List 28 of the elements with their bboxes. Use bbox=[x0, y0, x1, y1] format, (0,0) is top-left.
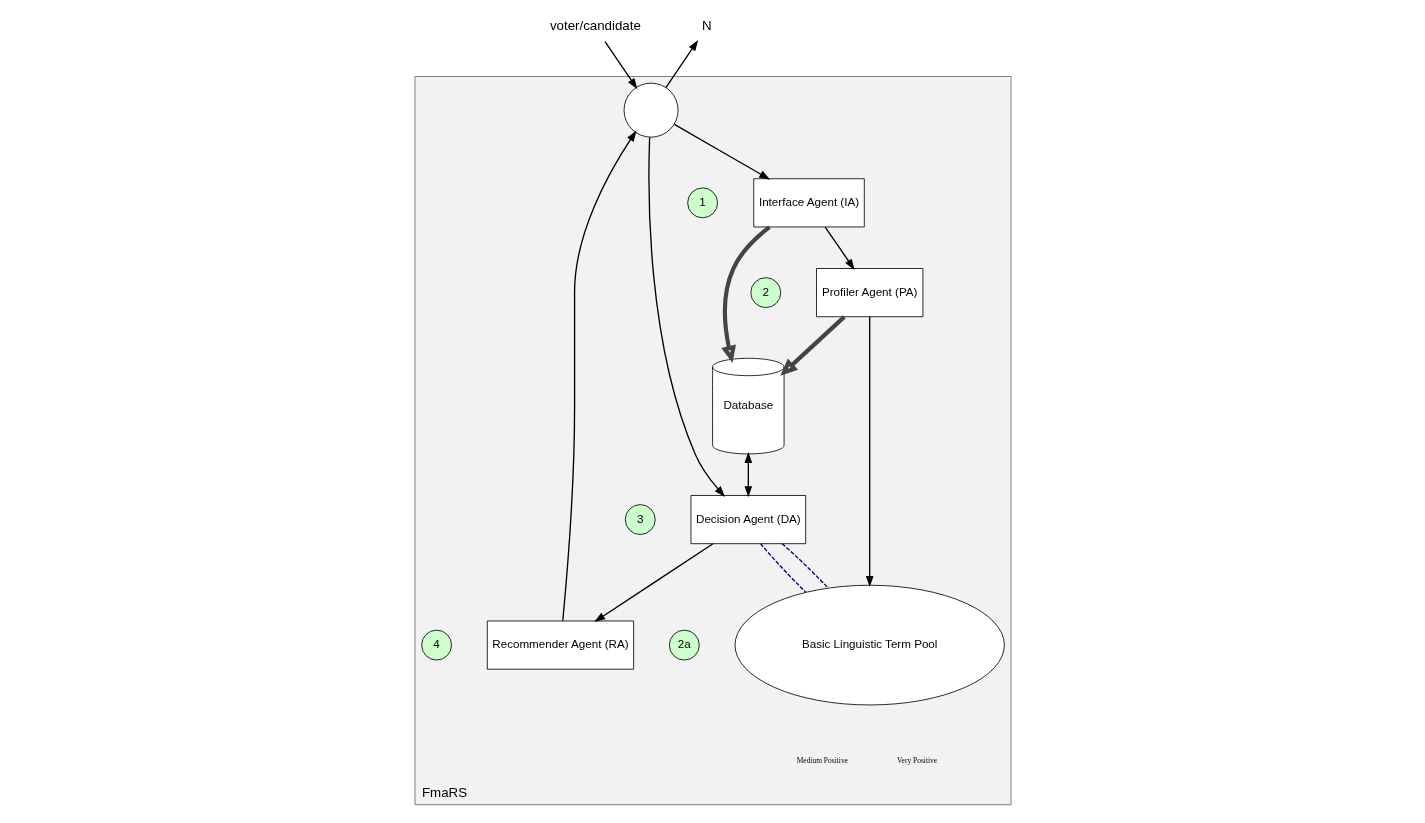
arrow bbox=[744, 452, 752, 498]
node-circle: 4 bbox=[420, 629, 452, 661]
arrow bbox=[779, 315, 846, 376]
arrow bbox=[647, 136, 725, 497]
arrow bbox=[664, 40, 698, 89]
arrow bbox=[561, 130, 637, 622]
connector bbox=[781, 543, 829, 589]
node-text: voter/candidate bbox=[549, 17, 641, 33]
arrow bbox=[865, 316, 874, 588]
arrow bbox=[823, 226, 855, 270]
node-circle: 3 bbox=[624, 504, 656, 535]
node-ellipse: Basic Linguistic Term Pool bbox=[734, 584, 1005, 706]
node-text: N bbox=[701, 17, 712, 33]
node-box: Interface Agent (IA) bbox=[752, 178, 865, 228]
node-circle: 1 bbox=[686, 187, 718, 219]
node-box: Recommender Agent (RA) bbox=[486, 620, 634, 670]
arrow bbox=[603, 41, 637, 90]
node-circle bbox=[623, 82, 678, 138]
label: Very Positive bbox=[896, 756, 937, 766]
arrow bbox=[593, 543, 714, 622]
node-box: Profiler Agent (PA) bbox=[815, 268, 923, 318]
node-circle: 2a bbox=[668, 629, 700, 661]
label: Medium Positive bbox=[796, 756, 848, 766]
node-circle: 2 bbox=[749, 277, 781, 308]
connector bbox=[759, 543, 807, 593]
node-box: Decision Agent (DA) bbox=[690, 495, 806, 545]
arrow bbox=[673, 123, 770, 180]
arrow bbox=[720, 225, 771, 364]
